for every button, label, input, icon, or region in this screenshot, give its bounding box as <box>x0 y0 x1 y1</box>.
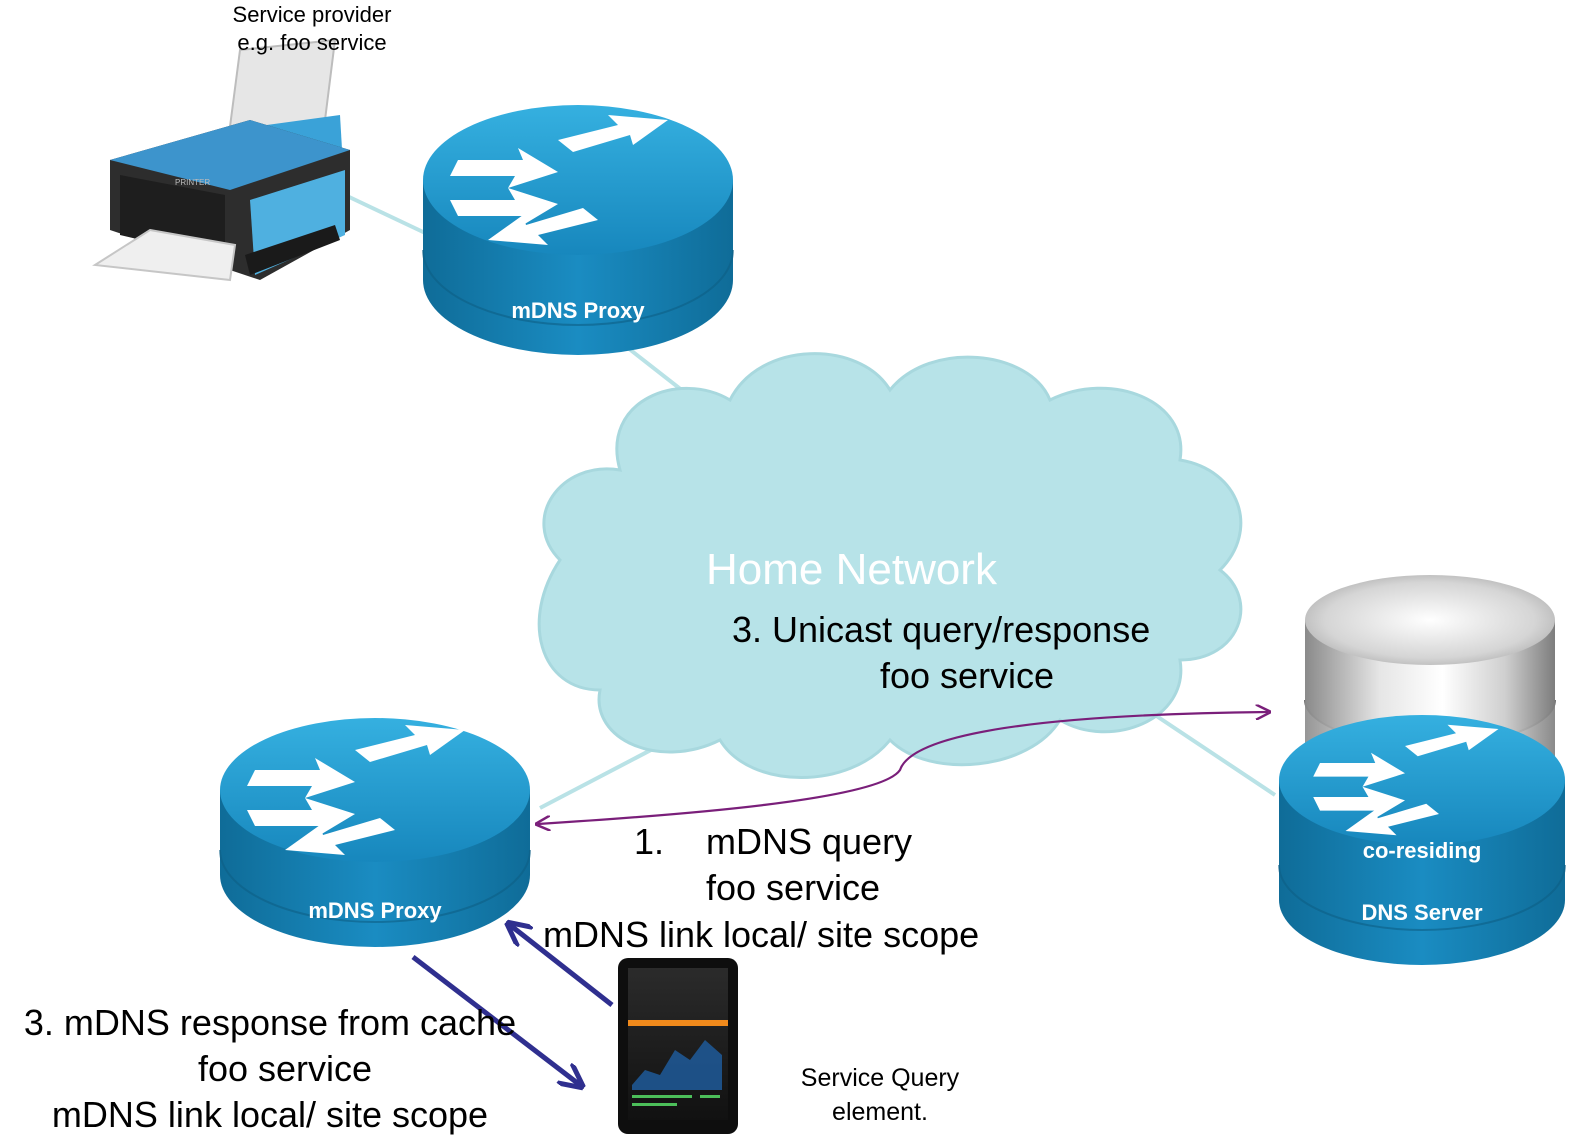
provider-label-line1: Service provider <box>232 2 392 27</box>
query-line2: foo service <box>706 867 881 908</box>
router-icon-top <box>422 105 734 355</box>
cloud-title: Home Network <box>706 545 997 594</box>
response-line1: 3. mDNS response from cache <box>23 1002 517 1043</box>
element-label-line1: Service Query <box>800 1064 960 1092</box>
dns-label-line2: DNS Server <box>1361 900 1483 925</box>
router-top-label: mDNS Proxy <box>511 298 645 323</box>
router-icon-bottom <box>219 718 531 947</box>
provider-label-line2: e.g. foo service <box>237 30 387 55</box>
dns-label-line1: co-residing <box>1362 838 1482 863</box>
unicast-line2: foo service <box>880 655 1055 696</box>
response-line3: mDNS link local/ site scope <box>51 1094 489 1135</box>
router-icon-dns <box>1278 715 1566 965</box>
query-line3: mDNS link local/ site scope <box>543 914 980 955</box>
query-number: 1. <box>634 821 665 862</box>
tablet-icon <box>618 958 738 1134</box>
printer-icon: PRINTER <box>92 38 350 282</box>
response-line2: foo service <box>197 1048 373 1089</box>
link-cloud-dns <box>1138 703 1277 797</box>
unicast-line1: 3. Unicast query/response <box>732 609 1151 650</box>
router-bottom-label: mDNS Proxy <box>308 898 442 923</box>
query-arrow <box>510 925 614 1007</box>
printer-brand: PRINTER <box>175 178 210 187</box>
element-label-line2: element. <box>832 1098 928 1126</box>
unicast-arrow <box>538 712 1268 824</box>
query-line1: mDNS query <box>706 821 913 862</box>
response-arrow <box>411 955 580 1085</box>
